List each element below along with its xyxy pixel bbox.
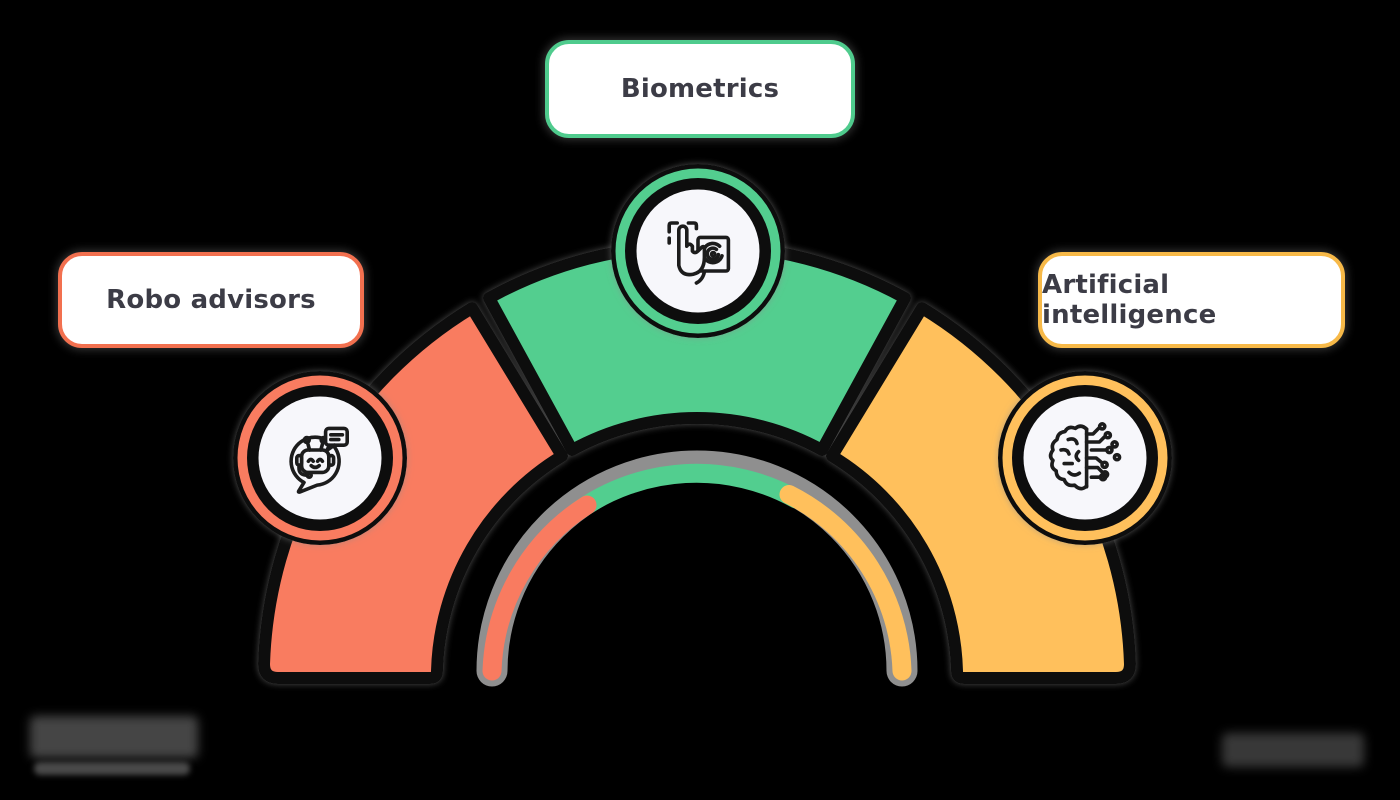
label-box-robo-advisors: Robo advisors: [58, 252, 364, 348]
label-box-artificial-intelligence: Artificial intelligence: [1038, 252, 1345, 348]
inner-arc-halo: [476, 450, 918, 687]
fingerprint-scan-icon: [667, 221, 731, 285]
inner-arc-robo-advisors: [482, 495, 597, 681]
inner-arc: [476, 450, 918, 687]
label-box-biometrics: Biometrics: [545, 40, 855, 138]
arch-segment-biometrics: [483, 238, 911, 456]
blurred-logo-underline: [34, 762, 190, 775]
label-artificial-intelligence: Artificial intelligence: [1042, 270, 1217, 330]
brain-circuit-icon: [1048, 422, 1122, 491]
chatbot-icon: [289, 426, 350, 494]
label-biometrics: Biometrics: [620, 74, 780, 104]
label-robo-advisors: Robo advisors: [106, 285, 316, 315]
blurred-logo: [30, 716, 198, 758]
blurred-watermark: [1222, 733, 1364, 767]
inner-arc-artificial-intelligence: [779, 485, 912, 681]
inner-arc-biometrics: [568, 463, 806, 521]
arch-segments: [258, 238, 1136, 684]
